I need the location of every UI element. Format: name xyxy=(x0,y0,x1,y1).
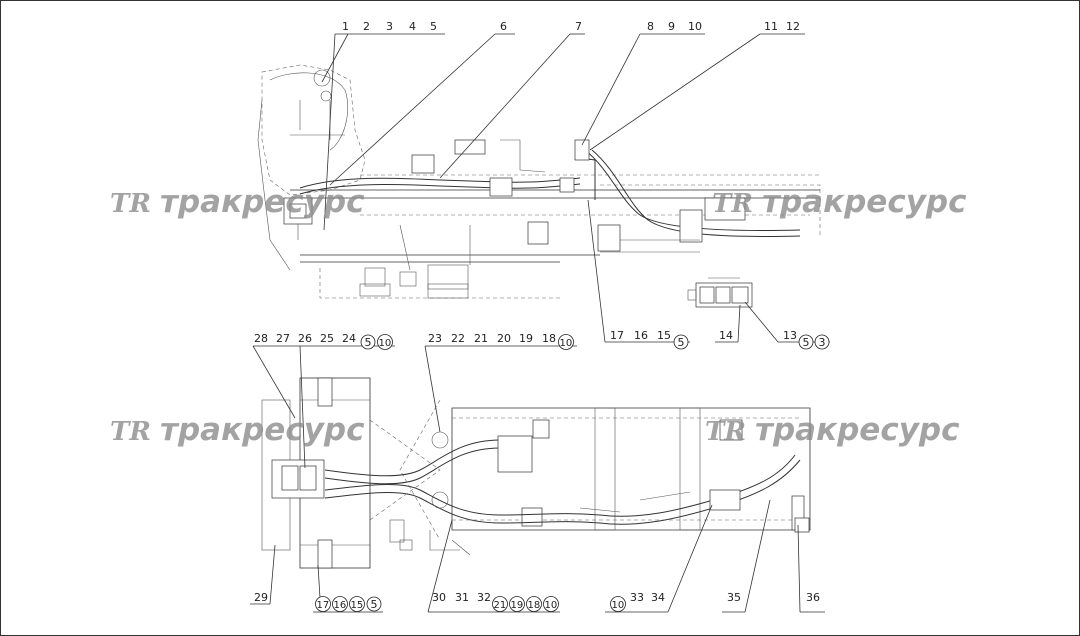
callout-17-circled: 17 xyxy=(317,600,330,611)
callout-12: 12 xyxy=(786,20,800,33)
callout-5-circled-13: 5 xyxy=(803,336,810,349)
callout-11: 11 xyxy=(764,20,778,33)
watermark-logo: TR xyxy=(705,417,746,447)
callout-20: 20 xyxy=(497,332,511,345)
callout-30: 30 xyxy=(432,591,446,604)
callout-21-circled: 21 xyxy=(494,600,507,611)
callout-19-circled: 19 xyxy=(511,600,524,611)
callout-36: 36 xyxy=(806,591,820,604)
callout-24: 24 xyxy=(342,332,356,345)
leader-lines xyxy=(250,33,830,613)
watermark-logo: TR xyxy=(110,417,151,447)
callout-10-circled-18: 10 xyxy=(560,338,573,349)
watermark-logo: TR xyxy=(110,189,151,219)
callout-27: 27 xyxy=(276,332,290,345)
callout-26: 26 xyxy=(298,332,312,345)
callout-4: 4 xyxy=(409,20,416,33)
callout-32: 32 xyxy=(477,591,491,604)
callout-10-circled-mid: 10 xyxy=(379,338,392,349)
callout-18-circled: 18 xyxy=(528,600,541,611)
watermark-bottom-left: TR тракресурс xyxy=(110,412,365,448)
callout-10: 10 xyxy=(688,20,702,33)
callout-35: 35 xyxy=(727,591,741,604)
callout-8: 8 xyxy=(647,20,654,33)
callout-1: 1 xyxy=(342,20,349,33)
callout-9: 9 xyxy=(668,20,675,33)
callout-22: 22 xyxy=(451,332,465,345)
callout-5-circled-mid: 5 xyxy=(365,336,372,349)
callout-5-circled-bottom: 5 xyxy=(371,598,378,611)
callout-7: 7 xyxy=(575,20,582,33)
watermark-text: тракресурс xyxy=(762,184,967,220)
watermark-bottom-right: TR тракресурс xyxy=(705,412,960,448)
callout-5-circled-upper: 5 xyxy=(678,336,685,349)
callout-25: 25 xyxy=(320,332,334,345)
callout-16-upper: 16 xyxy=(634,329,648,342)
callout-3: 3 xyxy=(386,20,393,33)
callout-34: 34 xyxy=(651,591,665,604)
callout-13: 13 xyxy=(783,329,797,342)
callout-15-circled: 15 xyxy=(351,600,364,611)
watermark-top-left: TR тракресурс xyxy=(110,184,365,220)
callout-10-circled-bottom: 10 xyxy=(545,600,558,611)
callout-23: 23 xyxy=(428,332,442,345)
callout-15-upper: 15 xyxy=(657,329,671,342)
callout-21: 21 xyxy=(474,332,488,345)
watermark-text: тракресурс xyxy=(755,412,960,448)
watermark-text: тракресурс xyxy=(160,412,365,448)
callout-33: 33 xyxy=(630,591,644,604)
callout-31: 31 xyxy=(455,591,469,604)
top-view xyxy=(257,64,821,308)
callout-19: 19 xyxy=(519,332,533,345)
watermark-text: тракресурс xyxy=(160,184,365,220)
callout-17-upper: 17 xyxy=(610,329,624,342)
callout-18: 18 xyxy=(542,332,556,345)
watermark-logo: TR xyxy=(712,189,753,219)
callout-16-circled: 16 xyxy=(334,600,347,611)
callout-29: 29 xyxy=(254,591,268,604)
callout-3-circled-13: 3 xyxy=(819,336,826,349)
callout-labels: 1 2 3 4 5 6 7 8 9 10 11 12 17 16 15 5 14… xyxy=(254,20,830,612)
watermark-top-right: TR тракресурс xyxy=(712,184,967,220)
callout-28: 28 xyxy=(254,332,268,345)
bottom-view xyxy=(261,377,811,569)
callout-14: 14 xyxy=(719,329,733,342)
callout-10-circled-33: 10 xyxy=(612,600,625,611)
callout-5: 5 xyxy=(430,20,437,33)
callout-6: 6 xyxy=(500,20,507,33)
callout-2: 2 xyxy=(363,20,370,33)
